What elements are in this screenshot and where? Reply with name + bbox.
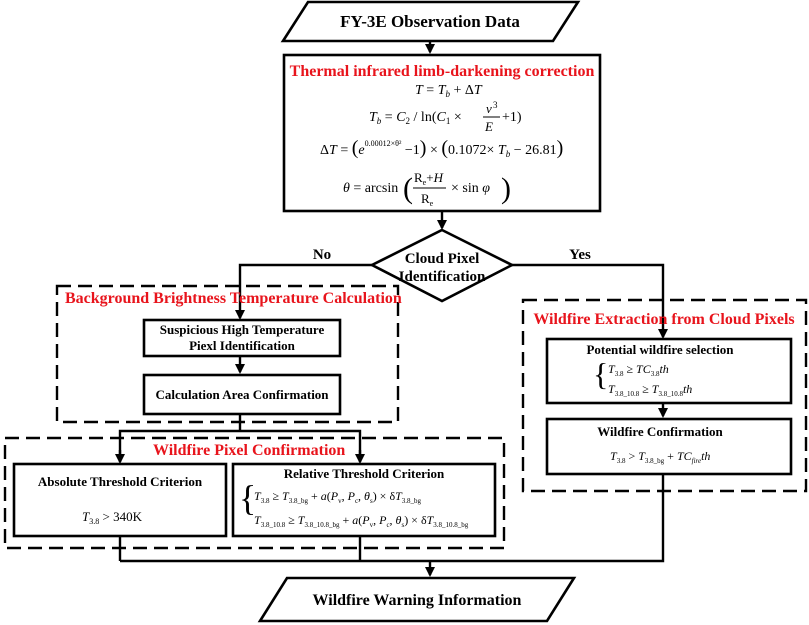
background-temperature-group: Background Brightness Temperature Calcul… bbox=[55, 284, 402, 424]
potential-selection-box bbox=[545, 337, 793, 405]
equation-theta: θ = arcsin ( Re+H Re × sin φ ) bbox=[343, 170, 511, 208]
wildfire-confirmation-box bbox=[545, 417, 793, 476]
equation-t: T = Tb + ΔT bbox=[415, 83, 483, 99]
svg-text:θ = arcsin: θ = arcsin bbox=[343, 181, 398, 196]
relative-title: Relative Threshold Criterion bbox=[284, 466, 445, 481]
absolute-condition: T3.8 > 340K bbox=[82, 509, 143, 526]
potential-condition-1: T3.8 ≥ TC3.8th bbox=[608, 362, 669, 378]
pixel-confirmation-group: Wildfire Pixel Confirmation Absolute Thr… bbox=[3, 436, 506, 550]
equation-tb: Tb = C2 / ln(C1 × v 3 E +1) bbox=[369, 100, 522, 134]
calc-area-box bbox=[142, 373, 342, 416]
connector-merge bbox=[120, 474, 665, 563]
background-title: Background Brightness Temperature Calcul… bbox=[65, 290, 402, 307]
yes-label: Yes bbox=[569, 247, 591, 263]
cloud-pixel-decision: Cloud Pixel Identification bbox=[369, 228, 515, 303]
correction-box: Thermal infrared limb-darkening correcti… bbox=[282, 53, 602, 213]
correction-title: Thermal infrared limb-darkening correcti… bbox=[290, 63, 595, 80]
arrow-yes-branch bbox=[512, 263, 668, 339]
arrow-no-branch bbox=[235, 263, 372, 320]
svg-text:× sin φ: × sin φ bbox=[451, 181, 490, 196]
suspicious-pixel-box bbox=[142, 318, 342, 358]
svg-text:): ) bbox=[501, 172, 511, 205]
no-label: No bbox=[313, 247, 331, 263]
absolute-title: Absolute Threshold Criterion bbox=[38, 474, 203, 489]
calc-area-label: Calculation Area Confirmation bbox=[155, 387, 329, 402]
svg-text:E: E bbox=[484, 119, 493, 134]
relative-threshold-box bbox=[231, 462, 497, 538]
cloud-label-line2: Identification bbox=[399, 269, 486, 285]
cloud-extract-title: Wildfire Extraction from Cloud Pixels bbox=[533, 311, 794, 328]
relative-brace: { bbox=[239, 478, 256, 518]
potential-title: Potential wildfire selection bbox=[586, 342, 734, 357]
cloud-label-line1: Cloud Pixel bbox=[405, 251, 480, 267]
potential-condition-2: T3.8_10.8 ≥ T3.8_10.8th bbox=[608, 382, 692, 398]
input-label: FY-3E Observation Data bbox=[340, 12, 520, 31]
svg-text:Re+H: Re+H bbox=[414, 170, 444, 187]
svg-text:3: 3 bbox=[493, 100, 498, 110]
output-label: Wildfire Warning Information bbox=[313, 592, 522, 609]
suspicious-line1: Suspicious High Temperature bbox=[160, 322, 325, 337]
cloud-extraction-group: Wildfire Extraction from Cloud Pixels Po… bbox=[521, 298, 808, 493]
svg-text:(: ( bbox=[403, 172, 413, 205]
relative-condition-1: T3.8 ≥ T3.8_bg + a(Pv, Pc, θs) × δT3.8_b… bbox=[254, 489, 422, 505]
wf-confirm-title: Wildfire Confirmation bbox=[597, 424, 723, 439]
input-node: FY-3E Observation Data bbox=[280, 0, 581, 43]
potential-brace: { bbox=[593, 356, 608, 392]
connector-split bbox=[118, 429, 362, 461]
svg-text:+1): +1) bbox=[502, 110, 522, 125]
svg-text:Tb = C2 / ln(C1 ×: Tb = C2 / ln(C1 × bbox=[369, 110, 462, 126]
svg-text:v: v bbox=[486, 101, 492, 116]
output-node: Wildfire Warning Information bbox=[257, 576, 577, 623]
suspicious-line2: Piexl Identification bbox=[189, 338, 296, 353]
wf-confirm-condition: T3.8 > T3.8_bg + TCfireth bbox=[610, 449, 710, 465]
confirm-title: Wildfire Pixel Confirmation bbox=[153, 442, 345, 459]
